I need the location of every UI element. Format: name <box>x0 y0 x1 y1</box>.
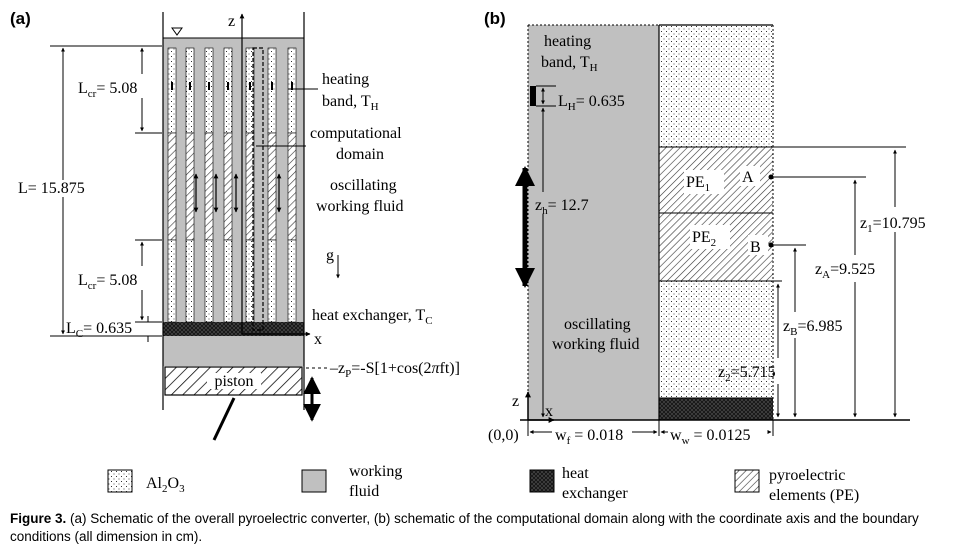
piston-motion-label: –zP=-S[1+cos(2πft)] <box>329 360 460 380</box>
svg-text:band, TH: band, TH <box>322 93 379 113</box>
legend: Al2O3 working fluid heat exchanger pyroe… <box>107 463 859 504</box>
panel-a-label: (a) <box>10 9 31 28</box>
plate-alumina-top <box>287 47 297 134</box>
heating-band-label-b: heating <box>544 33 591 50</box>
axis-x-b: x <box>545 403 553 420</box>
piston-label: piston <box>214 373 253 390</box>
plate-pe <box>267 132 277 241</box>
plate-alumina-bottom <box>287 239 297 323</box>
panel-b: (b) PE1 PE2 A B <box>484 9 926 447</box>
heating-band-label-a: heating <box>322 71 369 88</box>
ww-label: ww = 0.0125 <box>670 427 751 447</box>
lcr-top-label: Lcr= 5.08 <box>78 80 137 100</box>
zh-label: zh= 12.7 <box>535 197 589 217</box>
free-surface-icon <box>171 27 183 36</box>
svg-text:exchanger: exchanger <box>562 485 628 502</box>
z2-label: z2=5.715 <box>718 364 776 384</box>
svg-text:domain: domain <box>336 146 384 163</box>
computational-domain-label: computational <box>310 125 402 142</box>
total-length-label: L= 15.875 <box>18 180 85 197</box>
dimension-lines-b <box>773 146 906 418</box>
legend-pe: pyroelectric <box>769 467 845 484</box>
point-b-label: B <box>750 239 761 256</box>
heating-band-mark <box>227 82 229 90</box>
alumina-upper <box>659 25 773 147</box>
plate-alumina-bottom <box>267 239 277 323</box>
oscillating-fluid-label-b: oscillating <box>564 316 631 333</box>
wf-label: wf = 0.018 <box>555 427 623 447</box>
panel-a: (a) piston z x <box>10 9 460 441</box>
heat-exchanger-a <box>163 322 304 336</box>
figure-canvas: (a) piston z x <box>10 9 926 504</box>
plate-alumina-top <box>223 47 233 134</box>
lc-label: LC= 0.635 <box>66 320 132 340</box>
legend-swatch-exchanger <box>529 469 555 493</box>
figure-caption: Figure 3. (a) Schematic of the overall p… <box>10 511 919 544</box>
pe1-label: PE1 <box>686 174 710 194</box>
plate-alumina-top <box>204 47 214 134</box>
fluid-gap <box>163 336 304 366</box>
svg-text:working fluid: working fluid <box>316 198 404 215</box>
plate-alumina-bottom <box>167 239 177 323</box>
axis-z-a: z <box>228 13 235 30</box>
computational-domain-box <box>252 47 264 331</box>
panel-b-label: (b) <box>484 9 506 28</box>
heating-band-mark <box>189 82 191 90</box>
heat-exchanger-b <box>659 398 773 420</box>
lcr-bottom-label: Lcr= 5.08 <box>78 272 137 292</box>
plate-alumina-top <box>167 47 177 134</box>
plate-alumina-top <box>185 47 195 134</box>
plate-alumina-bottom <box>245 239 255 323</box>
heating-band-mark <box>171 82 173 90</box>
plate-alumina-bottom <box>185 239 195 323</box>
plate-alumina-top <box>267 47 277 134</box>
axis-x-a: x <box>314 331 322 348</box>
plate-pe <box>287 132 297 241</box>
svg-text:working fluid: working fluid <box>552 336 640 353</box>
lh-label: LH= 0.635 <box>558 93 625 113</box>
oscillating-fluid-label-a: oscillating <box>330 177 397 194</box>
alumina-lower <box>659 281 773 398</box>
heating-band-mark <box>271 82 273 90</box>
heating-band-mark <box>208 82 210 90</box>
heating-band-b <box>530 86 536 106</box>
legend-swatch-pe <box>734 469 760 493</box>
plate-pe <box>204 132 214 241</box>
point-a-label: A <box>742 169 754 186</box>
plate-alumina-bottom <box>223 239 233 323</box>
fluid-region-b <box>528 25 659 420</box>
za-label: zA=9.525 <box>815 261 875 281</box>
plate-pe <box>185 132 195 241</box>
z1-label: z1=10.795 <box>860 215 926 235</box>
plate-pe <box>223 132 233 241</box>
legend-swatch-alumina <box>107 469 133 493</box>
svg-text:band, TH: band, TH <box>541 54 598 74</box>
legend-exchanger: heat <box>562 465 589 482</box>
heating-band-mark <box>291 82 293 90</box>
pe2-label: PE2 <box>692 229 716 249</box>
working-fluid-region <box>163 38 304 338</box>
dimension-lines-a <box>50 45 162 342</box>
piston-rod <box>212 397 236 441</box>
heat-exchanger-label-a: heat exchanger, TC <box>312 307 433 327</box>
gravity-label: g <box>326 247 334 264</box>
zb-label: zB=6.985 <box>783 318 842 338</box>
legend-alumina: Al2O3 <box>146 475 185 495</box>
legend-fluid: working <box>349 463 402 480</box>
svg-text:fluid: fluid <box>349 483 379 500</box>
axis-z-b: z <box>512 393 519 410</box>
plate-alumina-bottom <box>204 239 214 323</box>
heating-band-mark <box>249 82 251 90</box>
svg-text:elements (PE): elements (PE) <box>769 487 859 504</box>
legend-swatch-fluid <box>301 469 327 493</box>
origin-label: (0,0) <box>488 427 519 444</box>
plate-stack <box>167 47 297 323</box>
plate-pe <box>167 132 177 241</box>
